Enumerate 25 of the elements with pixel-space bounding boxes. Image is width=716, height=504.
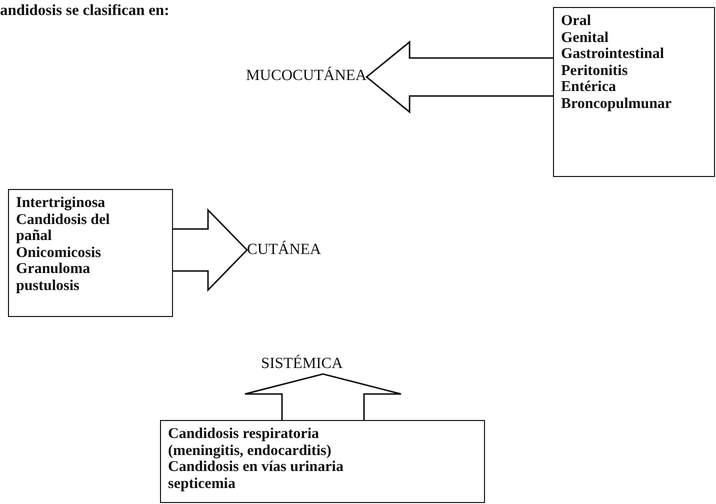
list-item: Gastrointestinal — [561, 46, 666, 63]
list-item: Genital — [561, 30, 610, 46]
list-item: septicemia — [168, 476, 236, 492]
list-item: (meningitis, endocarditis) — [168, 442, 332, 460]
list-item: Candidosis en vías urinaria — [168, 459, 344, 476]
list-box — [8, 189, 173, 317]
list-box — [553, 7, 715, 177]
list-item: Candidosis del pañal — [16, 212, 111, 245]
list-item: Peritonitis — [561, 62, 629, 80]
list-item: Onicomicosis — [16, 244, 102, 262]
category-label: MUCOCUTÁNEA — [246, 66, 367, 86]
list-item: Oral — [561, 13, 592, 30]
category-label: SISTÉMICA — [261, 354, 343, 374]
list-item: Granuloma — [16, 261, 92, 278]
category-label: CUTÁNEA — [247, 240, 322, 260]
list-item: Intertriginosa — [16, 195, 106, 212]
list-item: Broncopulmunar — [561, 96, 673, 113]
heading: andidosis se clasifican en: — [0, 2, 170, 20]
list-item: Entérica — [561, 79, 617, 96]
block-arrow — [172, 208, 248, 292]
list-item: pustulosis — [16, 278, 80, 295]
block-arrow — [244, 373, 402, 421]
list-box — [160, 420, 485, 503]
block-arrow — [366, 40, 554, 114]
list-item: Candidosis respiratoria — [168, 426, 320, 443]
